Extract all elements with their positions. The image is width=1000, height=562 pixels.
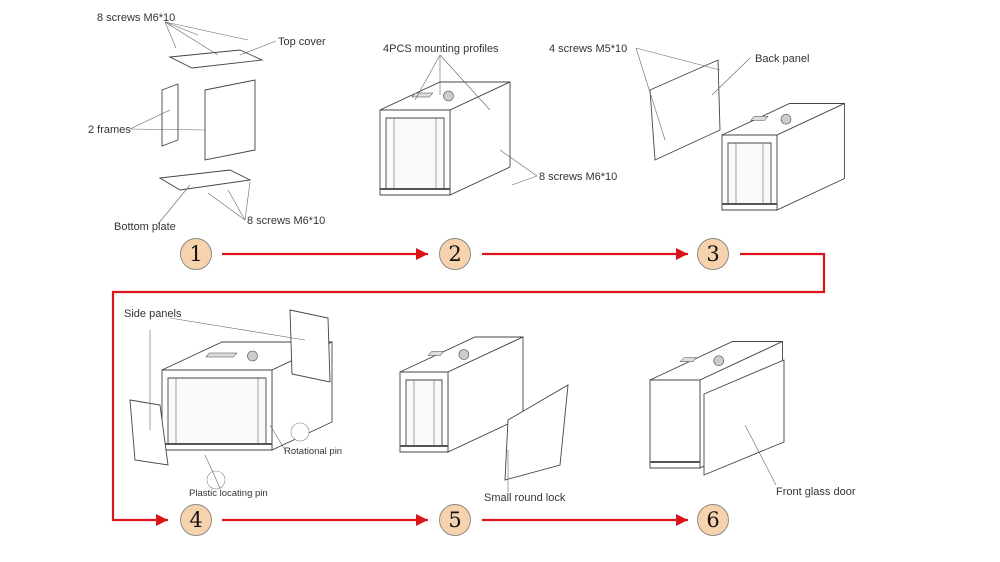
leader-line [164,21,199,36]
cable-slot [679,357,697,363]
label-plastic-pin: Plastic locating pin [189,488,268,499]
fan-icon [780,113,792,125]
label-top-cover: Top cover [278,36,326,48]
arrow-1-to-2-head [416,248,428,260]
label-back-panel: Back panel [755,53,810,65]
label-screws-top: 8 screws M6*10 [97,12,176,24]
leader-line [204,454,221,489]
cabinet-opening [727,142,772,205]
fan-icon [713,355,725,367]
label-screws-bottom: 8 screws M6*10 [247,215,326,227]
label-rotational-pin: Rotational pin [284,446,343,457]
leader-line [499,149,538,177]
step-4-badge: 4 [180,504,212,536]
label-screws-step2: 8 screws M6*10 [539,171,618,183]
fan-icon [458,349,470,360]
leader-line [227,189,246,221]
label-mounting-profiles: 4PCS mounting profiles [383,43,499,55]
step-5-badge: 5 [439,504,471,536]
cable-slot [427,351,445,356]
leader-line [129,109,171,130]
frame-right [204,79,256,161]
cable-slot [411,92,434,98]
cabinet-opening [167,377,267,445]
leader-line [439,54,491,111]
label-two-frames: 2 frames [88,124,131,136]
leader-line [157,184,191,225]
cabinet-opening [385,117,445,190]
leader-line [744,424,777,486]
step-2-badge: 2 [439,238,471,270]
cable-slot [205,352,238,358]
arrow-4-to-5-head [416,514,428,526]
leader-line [169,317,306,341]
leader-line [635,47,666,141]
step-3-badge: 3 [697,238,729,270]
leader-line [414,54,441,101]
arrow-3-to-4 [111,252,826,522]
cabinet-opening [405,379,443,447]
label-bottom-plate: Bottom plate [114,221,176,233]
leader-line [711,57,751,96]
locating-pin-detail [206,470,226,490]
bottom-plate [158,169,252,191]
step-1-badge: 1 [180,238,212,270]
arrow-2-to-3-head [676,248,688,260]
leader-line [164,21,249,41]
step-6-badge: 6 [697,504,729,536]
cable-slot [750,115,769,121]
label-small-lock: Small round lock [484,492,566,504]
rotational-pin-detail [290,422,310,442]
frame-left [161,83,179,147]
fan-icon [443,90,454,102]
top-cover [168,49,264,69]
leader-line [207,192,246,221]
back-panel [649,59,721,161]
label-side-panels: Side panels [124,308,182,320]
arrow-5-to-6-head [676,514,688,526]
label-front-door: Front glass door [776,486,856,498]
glass-door [504,384,569,481]
leader-line [511,175,538,186]
side-panel-right [289,309,331,383]
leader-line [244,181,251,221]
leader-line [129,128,206,131]
leader-line [164,21,177,49]
leader-line [635,47,721,71]
label-screws-m5: 4 screws M5*10 [549,43,628,55]
leader-line [164,21,219,56]
front-glass-door [703,359,785,476]
fan-icon [247,350,258,362]
leader-line [239,40,277,56]
leader-line [269,424,286,451]
cabinet-front [649,379,701,469]
arrow-3-to-4-head [156,514,168,526]
